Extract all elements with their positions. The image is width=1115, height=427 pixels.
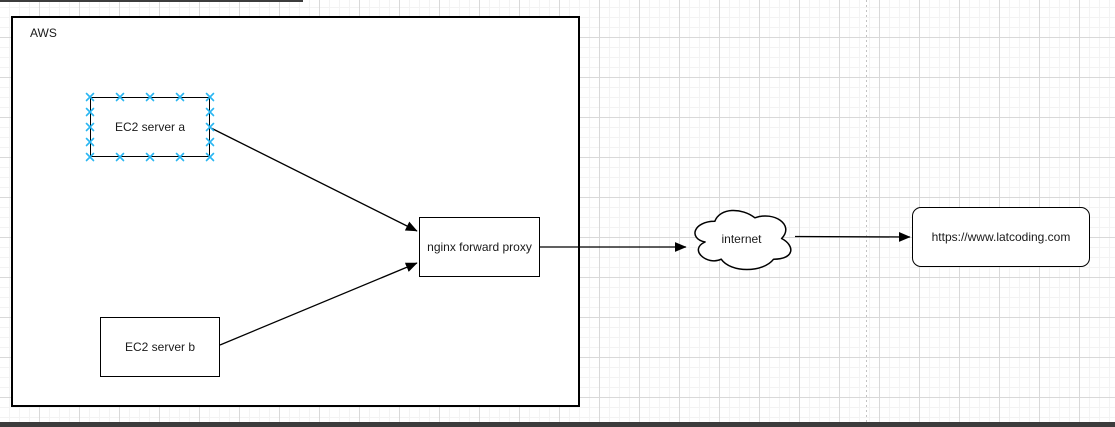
node-ec2-server-b[interactable]: EC2 server b <box>100 317 220 377</box>
internet-cloud-label: internet <box>721 231 762 246</box>
node-website-label: https://www.latcoding.com <box>931 230 1071 244</box>
node-ec2-server-a[interactable]: EC2 server a <box>90 97 210 157</box>
node-ec2-server-b-label: EC2 server b <box>124 340 196 354</box>
aws-container[interactable]: AWS <box>11 16 580 407</box>
node-nginx-forward-proxy-label: nginx forward proxy <box>427 240 532 254</box>
aws-container-label: AWS <box>30 26 57 40</box>
edge-internet-to-website[interactable] <box>794 232 911 242</box>
node-website[interactable]: https://www.latcoding.com <box>912 207 1090 267</box>
node-nginx-forward-proxy[interactable]: nginx forward proxy <box>419 217 540 277</box>
internet-cloud-shape[interactable] <box>694 209 792 271</box>
window-edge-bottom <box>0 422 1115 427</box>
page-boundary-dashed-line <box>866 0 867 427</box>
window-edge-top <box>0 0 303 2</box>
node-ec2-server-a-label: EC2 server a <box>114 120 186 134</box>
